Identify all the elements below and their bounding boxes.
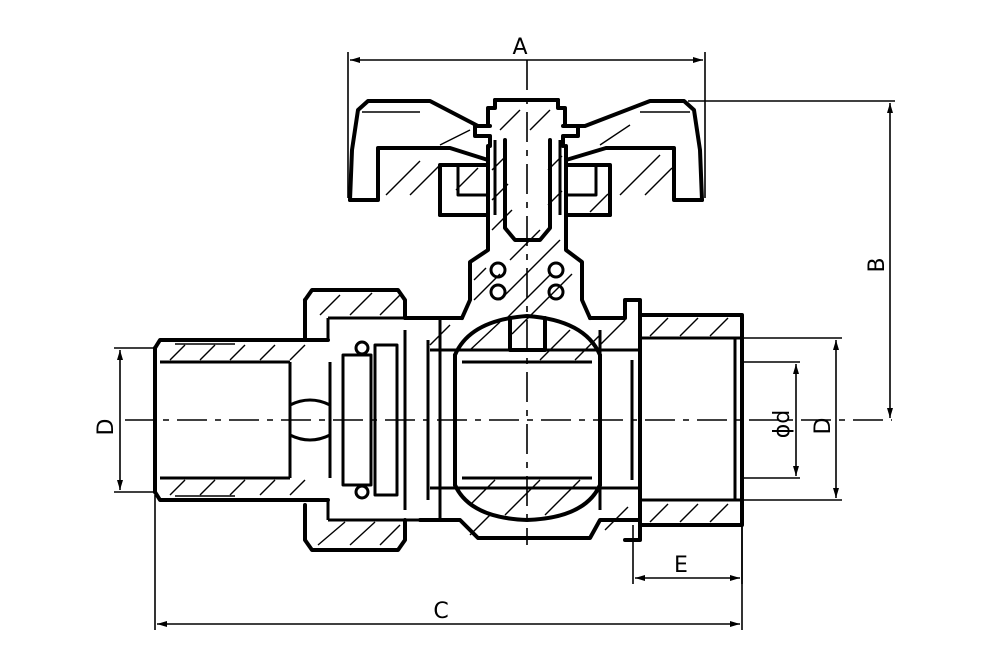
dimension-phi-d: ϕd	[742, 361, 800, 479]
dimension-B: B	[688, 100, 895, 418]
center-lines	[125, 60, 892, 545]
dimension-A: A	[347, 35, 706, 198]
dimension-label-c: C	[433, 599, 448, 624]
dimension-label-e: E	[674, 553, 688, 578]
dimension-label-d-right: D	[811, 418, 836, 435]
dimension-C: C	[154, 495, 743, 630]
dimension-E: E	[632, 525, 743, 584]
dimension-label-b: B	[865, 257, 890, 272]
dimension-label-d-left: D	[94, 419, 119, 436]
dimension-label-a: A	[512, 35, 527, 60]
union-nut	[303, 288, 420, 552]
dimension-D-left: D	[94, 347, 155, 493]
dimension-D-right: D	[742, 337, 842, 501]
butterfly-handle	[348, 99, 704, 217]
dimension-label-phi-d: ϕd	[770, 410, 795, 438]
